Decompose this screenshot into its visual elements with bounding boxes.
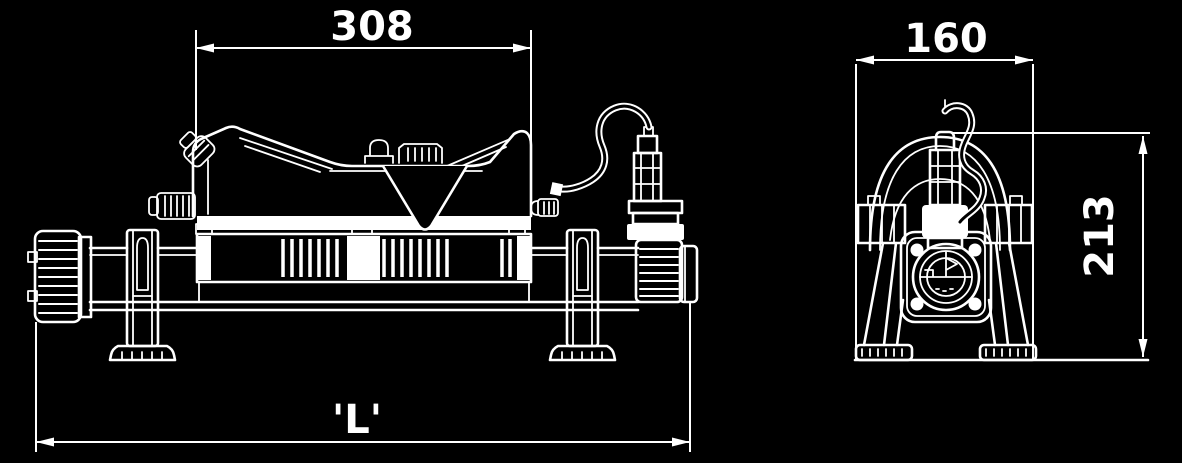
probe-stack <box>922 99 988 250</box>
side-view <box>27 102 699 362</box>
end-flange <box>899 230 993 324</box>
indicator-knob <box>364 139 394 164</box>
dimension-label-160: 160 <box>904 16 988 62</box>
dimension-label-213: 213 <box>1077 194 1123 278</box>
left-support-leg <box>108 228 177 362</box>
end-view <box>853 99 1150 362</box>
left-union-coupling <box>27 229 93 324</box>
right-union-coupling <box>634 238 699 304</box>
heater-tube <box>88 246 640 312</box>
terminal-block <box>398 143 443 164</box>
sensor-cable <box>559 104 651 191</box>
end-legs <box>853 241 1150 362</box>
dimension-end-width: 160 <box>855 16 1034 360</box>
probe-cable <box>943 104 986 224</box>
dimension-label-308: 308 <box>330 4 414 50</box>
right-support-leg <box>548 228 617 362</box>
dimension-housing-width: 308 <box>195 4 532 150</box>
housing <box>148 125 559 231</box>
mounting-arch <box>868 135 1012 252</box>
dimension-label-L: 'L' <box>332 397 382 443</box>
finned-band <box>195 223 533 284</box>
dimension-end-height: 213 <box>953 132 1150 357</box>
left-inlet-fitting <box>148 192 196 220</box>
dimension-overall-length: 'L' <box>35 302 691 452</box>
right-side-fitting <box>530 198 559 217</box>
sensor-assembly <box>549 102 684 240</box>
